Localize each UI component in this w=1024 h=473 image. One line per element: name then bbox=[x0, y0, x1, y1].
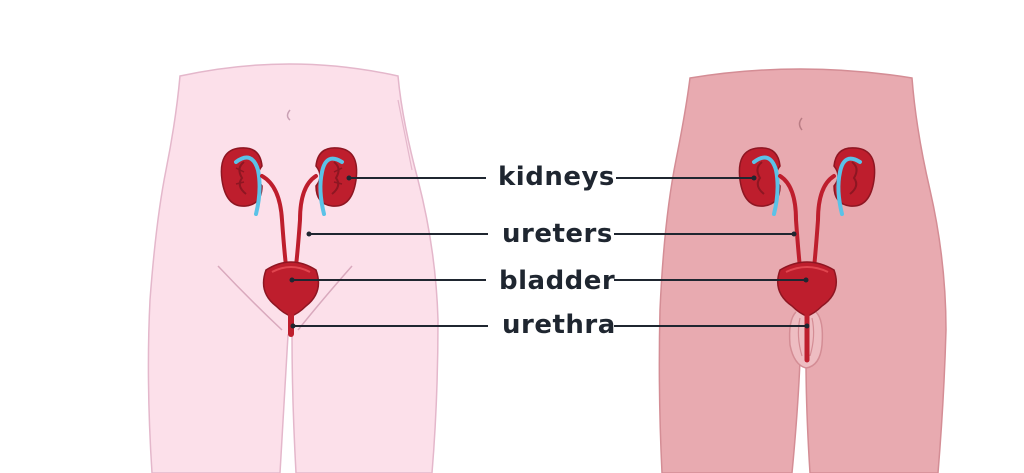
label-kidneys: kidneys bbox=[498, 162, 615, 192]
label-bladder: bladder bbox=[499, 266, 615, 296]
male-figure bbox=[659, 69, 946, 473]
female-figure bbox=[148, 64, 438, 473]
label-urethra: urethra bbox=[502, 310, 616, 340]
label-ureters: ureters bbox=[502, 219, 613, 249]
